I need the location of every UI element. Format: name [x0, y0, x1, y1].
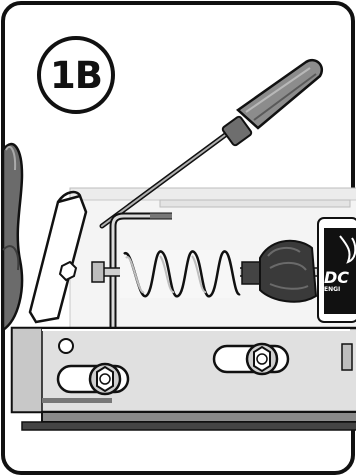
hex-nut-icon [60, 262, 76, 280]
right-slot-bolt [214, 344, 288, 374]
brand-label-line2: ENGI [324, 286, 356, 294]
brand-label: DC ENGI [324, 270, 356, 294]
spring-icon [120, 250, 240, 298]
brand-label-line1: DC [324, 270, 356, 286]
step-badge: 1B [37, 36, 115, 114]
